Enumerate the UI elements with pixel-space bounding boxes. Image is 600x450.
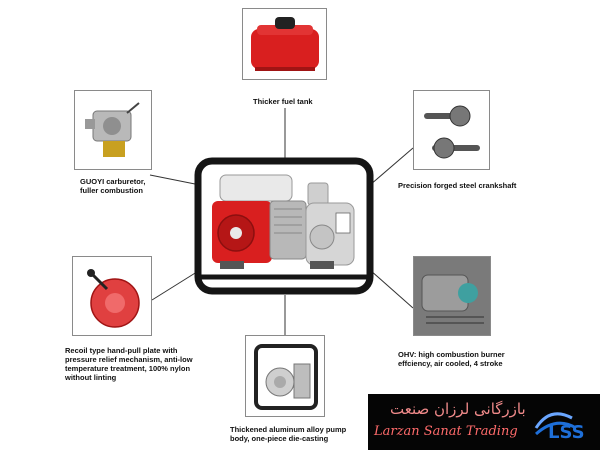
pump-body-photo — [245, 335, 325, 417]
engine-valve-photo — [413, 256, 491, 336]
caption-recoil-line-2: pressure relief mechanism, anti-low — [65, 355, 193, 364]
caption-recoil-line-4: without linting — [65, 373, 117, 382]
company-logo: بازرگانی لرزان صنعت Larzan Sanat Trading… — [368, 394, 600, 450]
caption-recoil-line-1: Recoil type hand-pull plate with — [65, 346, 178, 355]
caption-ohv-line-1: OHV: high combustion burner — [398, 350, 505, 359]
caption-pump-body-line-1: Thickened aluminum alloy pump — [230, 425, 347, 434]
caption-ohv-line-2: effciency, air cooled, 4 stroke — [398, 359, 503, 368]
lss-logo-mark: LSS — [534, 412, 585, 443]
connector-carburetor — [149, 174, 201, 186]
connector-crankshaft — [369, 147, 414, 186]
logo-english-text: Larzan Sanat Trading — [374, 424, 518, 439]
crankshaft-photo — [413, 90, 490, 170]
connector-recoil — [151, 269, 201, 301]
caption-carburetor-line-2: fuller combustion — [80, 186, 143, 195]
caption-recoil-line-3: temperature treatment, 100% nylon — [65, 364, 191, 373]
caption-ohv: OHV: high combustion burner effciency, a… — [398, 350, 505, 368]
caption-fuel-tank: Thicker fuel tank — [253, 97, 313, 106]
caption-pump-body-line-2: body, one-piece die-casting — [230, 434, 329, 443]
caption-recoil: Recoil type hand-pull plate with pressur… — [65, 346, 193, 382]
logo-persian-text: بازرگانی لرزان صنعت — [390, 400, 526, 418]
fuel-tank-photo — [242, 8, 327, 80]
caption-crankshaft: Precision forged steel crankshaft — [398, 181, 517, 190]
logo-mark-text: LSS — [548, 422, 585, 443]
water-pump-main-image — [194, 157, 374, 295]
recoil-starter-photo — [72, 256, 152, 336]
caption-carburetor-line-1: GUOYI carburetor, — [80, 177, 146, 186]
caption-carburetor: GUOYI carburetor, fuller combustion — [80, 177, 145, 195]
caption-pump-body: Thickened aluminum alloy pump body, one-… — [230, 425, 346, 443]
connector-ohv — [369, 269, 414, 309]
carburetor-photo — [74, 90, 152, 170]
